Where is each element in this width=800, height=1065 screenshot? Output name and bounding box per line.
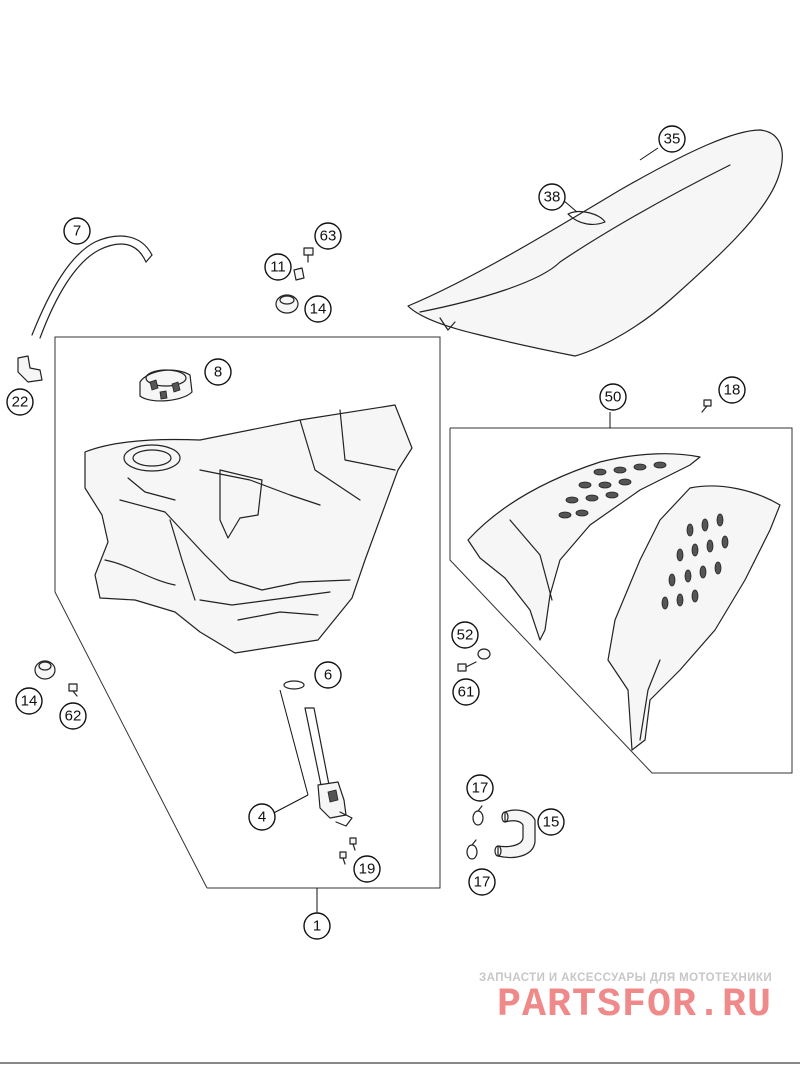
callout-1: 1 xyxy=(303,912,331,940)
bolt-63-part[interactable] xyxy=(303,247,314,263)
svg-text:7: 7 xyxy=(73,223,81,240)
callout-14-left: 14 xyxy=(15,687,43,715)
hose-clamp-bottom-part[interactable] xyxy=(466,839,478,860)
callout-22: 22 xyxy=(6,388,34,416)
fuel-tank-group-frame xyxy=(54,336,441,889)
callout-6: 6 xyxy=(314,661,342,689)
seat-part[interactable] xyxy=(407,129,783,357)
callout-17-bottom: 17 xyxy=(468,868,496,896)
callout-14-top: 14 xyxy=(304,295,332,323)
callout-7: 7 xyxy=(63,217,91,245)
coolant-hose-part[interactable] xyxy=(494,809,536,859)
callout-38: 38 xyxy=(538,183,566,211)
svg-text:38: 38 xyxy=(544,189,561,206)
watermark: ЗАПЧАСТИ И АКСЕССУАРЫ ДЛЯ МОТОТЕХНИКИ PA… xyxy=(442,972,772,1028)
watermark-caption: ЗАПЧАСТИ И АКСЕССУАРЫ ДЛЯ МОТОТЕХНИКИ xyxy=(479,972,772,984)
screw-18-part[interactable] xyxy=(701,399,712,413)
callout-35: 35 xyxy=(658,125,686,153)
screws-19-part[interactable] xyxy=(339,837,357,865)
fuel-tank-part[interactable] xyxy=(84,404,413,654)
watermark-logo: PARTSFOR.RU xyxy=(496,983,772,1028)
callout-4: 4 xyxy=(248,803,276,831)
o-ring-part[interactable] xyxy=(283,680,305,690)
svg-text:52: 52 xyxy=(457,627,474,644)
callout-19: 19 xyxy=(353,855,381,883)
fuel-tap-part[interactable] xyxy=(304,707,353,827)
svg-text:14: 14 xyxy=(21,693,38,710)
washer-52-part[interactable] xyxy=(477,648,491,660)
svg-text:61: 61 xyxy=(458,684,475,701)
callout-50: 50 xyxy=(599,383,627,411)
washer-11-part[interactable] xyxy=(293,267,305,281)
callout-18: 18 xyxy=(718,376,746,404)
callout-63: 63 xyxy=(314,222,342,250)
svg-text:17: 17 xyxy=(472,780,489,797)
left-shroud-part[interactable] xyxy=(467,453,701,641)
breather-hose-part[interactable] xyxy=(31,235,153,339)
hose-clamp-top-part[interactable] xyxy=(472,805,484,826)
svg-text:6: 6 xyxy=(324,667,332,684)
screw-62-part[interactable] xyxy=(68,683,78,697)
svg-text:35: 35 xyxy=(664,131,681,148)
svg-text:8: 8 xyxy=(214,364,222,381)
svg-text:17: 17 xyxy=(474,874,491,891)
callout-62: 62 xyxy=(59,702,87,730)
svg-text:18: 18 xyxy=(724,382,741,399)
svg-text:14: 14 xyxy=(310,301,327,318)
bushing-14b-part[interactable] xyxy=(34,660,56,680)
elbow-fitting-part[interactable] xyxy=(17,355,43,383)
svg-text:62: 62 xyxy=(65,708,82,725)
right-shroud-part[interactable] xyxy=(607,485,781,751)
callout-15: 15 xyxy=(537,808,565,836)
svg-text:1: 1 xyxy=(313,918,321,935)
bottom-rule xyxy=(0,1062,800,1064)
callout-61: 61 xyxy=(452,678,480,706)
callout-52: 52 xyxy=(451,621,479,649)
tank-cap-part[interactable] xyxy=(139,369,193,402)
svg-text:50: 50 xyxy=(605,389,622,406)
svg-text:4: 4 xyxy=(258,809,266,826)
svg-text:19: 19 xyxy=(359,861,376,878)
bushing-14-part[interactable] xyxy=(275,294,299,314)
svg-text:22: 22 xyxy=(12,394,29,411)
callout-11: 11 xyxy=(264,253,292,281)
spoiler-group-frame xyxy=(449,427,793,774)
svg-text:11: 11 xyxy=(270,259,286,276)
screw-61-part[interactable] xyxy=(457,661,477,672)
callout-8: 8 xyxy=(204,358,232,386)
callout-17-top: 17 xyxy=(466,774,494,802)
svg-text:15: 15 xyxy=(543,814,560,831)
svg-text:63: 63 xyxy=(320,228,337,245)
